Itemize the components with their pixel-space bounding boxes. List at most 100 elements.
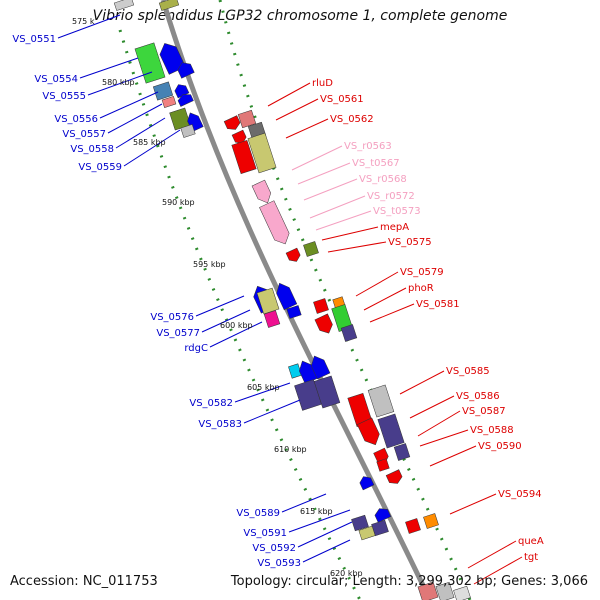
kbp-marker-5: 600 kbp <box>220 321 253 330</box>
gene-arrow-45 <box>359 476 375 491</box>
right-label-20: tgt <box>524 552 538 563</box>
gene-arrow-24 <box>276 282 298 311</box>
kbp-marker-8: 615 kbp <box>300 507 333 516</box>
gene-block-21 <box>303 241 319 257</box>
right-label-5-connector <box>303 178 358 201</box>
left-label-0-connector <box>57 14 121 39</box>
right-label-8-connector <box>321 226 379 241</box>
gene-block-16 <box>231 139 257 175</box>
gene-block-40 <box>377 413 405 449</box>
gene-arrow-14 <box>223 115 241 130</box>
left-label-13-connector <box>288 509 351 533</box>
right-label-14-connector <box>409 395 455 419</box>
gene-arrow-29 <box>314 313 333 334</box>
right-label-7: VS_t0573 <box>373 206 421 217</box>
right-label-11: phoR <box>408 283 434 294</box>
left-label-1: VS_0554 <box>34 74 78 85</box>
gene-block-26 <box>263 310 281 328</box>
right-label-5: VS_r0568 <box>359 174 407 185</box>
gene-arrow-46 <box>374 508 392 523</box>
right-label-18-connector <box>449 493 497 515</box>
right-label-2-connector <box>285 118 329 139</box>
left-label-7-connector <box>195 295 245 317</box>
gene-arrow-8 <box>177 94 194 107</box>
kbp-marker-0: 575 k <box>72 17 95 26</box>
left-label-8-connector <box>201 309 251 333</box>
right-label-9-connector <box>327 241 387 253</box>
right-label-1: VS_0561 <box>320 94 364 105</box>
right-label-13-connector <box>399 370 445 395</box>
gene-labels: VS_0551VS_0554VS_0555VS_0556VS_0557VS_05… <box>12 34 543 569</box>
left-label-5-connector <box>115 117 166 149</box>
left-label-13: VS_0591 <box>243 528 287 539</box>
right-label-19: queA <box>518 536 544 547</box>
left-label-8: VS_0577 <box>156 328 200 339</box>
gene-block-11 <box>180 124 196 138</box>
map-title: Vibrio splendidus LGP32 chromosome 1, co… <box>92 8 508 24</box>
left-label-12: VS_0589 <box>236 508 280 519</box>
right-label-3: VS_r0563 <box>344 141 392 152</box>
gene-block-47 <box>351 514 369 532</box>
right-label-0: rluD <box>312 78 333 89</box>
left-label-12-connector <box>281 493 327 513</box>
gene-block-44 <box>376 458 390 472</box>
gene-block-50 <box>405 518 421 534</box>
right-label-19-connector <box>467 540 517 569</box>
label-connectors <box>57 14 523 585</box>
gene-block-31 <box>340 324 358 342</box>
gene-block-27 <box>313 298 329 314</box>
gene-arrow-43 <box>385 469 403 484</box>
right-label-1-connector <box>275 98 319 121</box>
left-label-2-connector <box>87 71 153 96</box>
left-label-4: VS_0557 <box>62 129 106 140</box>
right-label-3-connector <box>291 145 343 171</box>
left-label-15: VS_0593 <box>257 558 301 569</box>
left-label-9: rdgC <box>184 343 208 354</box>
right-label-8: mepA <box>380 222 409 233</box>
left-label-3: VS_0556 <box>54 114 98 125</box>
right-label-12-connector <box>369 303 415 323</box>
gene-arrow-3 <box>159 43 186 75</box>
right-label-16: VS_0588 <box>470 425 514 436</box>
left-label-7: VS_0576 <box>150 312 194 323</box>
left-label-6: VS_0559 <box>78 162 122 173</box>
right-label-12: VS_0581 <box>416 299 460 310</box>
left-label-0: VS_0551 <box>12 34 56 45</box>
gene-block-17 <box>247 132 277 174</box>
topology-summary: Topology: circular; Length: 3,299,302 bp… <box>230 574 588 589</box>
kbp-marker-1: 580 kbp <box>102 78 135 87</box>
gene-block-42 <box>393 443 411 461</box>
gene-arrow-20 <box>285 247 301 262</box>
left-label-9-connector <box>209 321 263 348</box>
gene-block-25 <box>286 305 302 319</box>
left-label-11-connector <box>243 399 301 424</box>
right-label-10: VS_0579 <box>400 267 444 278</box>
right-label-15: VS_0587 <box>462 406 506 417</box>
kbp-marker-9: 620 kbp <box>330 569 363 578</box>
left-label-10: VS_0582 <box>189 398 233 409</box>
left-label-14: VS_0592 <box>252 543 296 554</box>
kbp-marker-6: 605 kbp <box>247 383 280 392</box>
gene-block-23 <box>256 287 280 315</box>
left-label-14-connector <box>297 521 353 548</box>
gene-block-2 <box>134 42 166 84</box>
right-label-6-connector <box>309 195 366 219</box>
left-label-3-connector <box>99 91 159 119</box>
gene-block-0 <box>113 0 135 11</box>
left-label-1-connector <box>79 57 139 79</box>
right-label-4-connector <box>297 162 351 185</box>
right-label-9: VS_0575 <box>388 237 432 248</box>
gene-block-36 <box>313 375 341 409</box>
kbp-marker-7: 610 kbp <box>274 445 307 454</box>
right-label-18: VS_0594 <box>498 489 542 500</box>
kbp-marker-4: 595 kbp <box>193 260 226 269</box>
gene-block-12 <box>237 109 257 129</box>
right-label-0-connector <box>267 82 311 107</box>
left-label-11: VS_0583 <box>198 419 242 430</box>
gene-arrow-39 <box>356 417 380 446</box>
left-label-4-connector <box>107 103 163 134</box>
left-label-10-connector <box>234 382 291 403</box>
right-label-17-connector <box>429 445 477 467</box>
left-label-15-connector <box>302 539 351 563</box>
gene-arrow-35 <box>310 355 331 380</box>
